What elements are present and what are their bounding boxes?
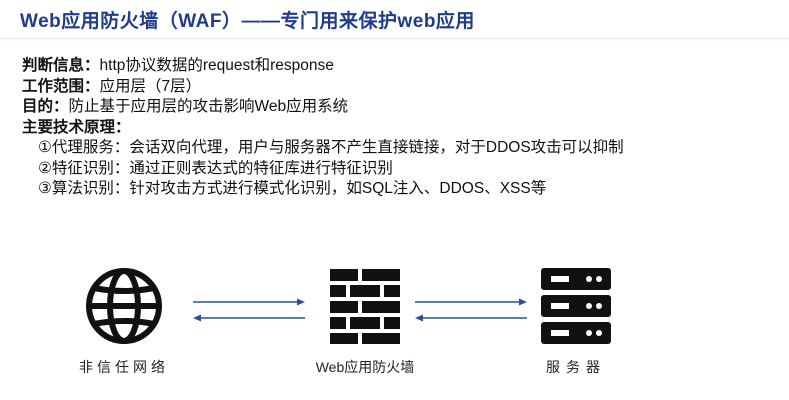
globe-icon	[86, 268, 162, 344]
principle-item: ③算法识别：针对攻击方式进行模式化识别，如SQL注入、DDOS、XSS等	[38, 180, 547, 197]
node-label-untrusted: 非信任网络	[79, 359, 169, 375]
arrow-right-group	[415, 298, 527, 322]
principle-item: ①代理服务：会话双向代理，用户与服务器不产生直接链接，对于DDOS攻击可以抑制	[38, 139, 624, 156]
info-value: http协议数据的request和response	[99, 57, 334, 74]
node-label-waf: Web应用防火墙	[315, 359, 415, 375]
info-value: 防止基于应用层的攻击影响Web应用系统	[68, 98, 349, 115]
info-row-judge: 判断信息：http协议数据的request和response	[22, 56, 624, 77]
arrowhead	[415, 314, 423, 322]
arrowhead	[297, 298, 305, 306]
info-key: 工作范围：	[22, 77, 100, 95]
title-divider	[0, 38, 789, 39]
node-label-server: 服务器	[546, 359, 606, 375]
principle-item: ②特征识别：通过正则表达式的特征库进行特征识别	[38, 159, 393, 177]
info-key: 判断信息：	[22, 57, 100, 74]
info-row-scope: 工作范围：应用层（7层）	[22, 77, 624, 98]
arrowhead	[193, 314, 201, 322]
arrow-left-group	[193, 298, 305, 322]
info-key: 主要技术原理：	[22, 118, 131, 136]
info-row-purpose: 目的：防止基于应用层的攻击影响Web应用系统	[22, 97, 624, 118]
info-key: 目的：	[22, 98, 69, 115]
info-list: 判断信息：http协议数据的request和response 工作范围：应用层（…	[22, 56, 624, 200]
firewall-icon	[330, 269, 400, 344]
page-title: Web应用防火墙（WAF）——专门用来保护web应用	[20, 11, 475, 32]
server-icon	[541, 268, 611, 344]
info-row-principles: 主要技术原理：	[22, 118, 624, 139]
arrowhead	[519, 298, 527, 306]
info-value: 应用层（7层）	[99, 77, 202, 95]
